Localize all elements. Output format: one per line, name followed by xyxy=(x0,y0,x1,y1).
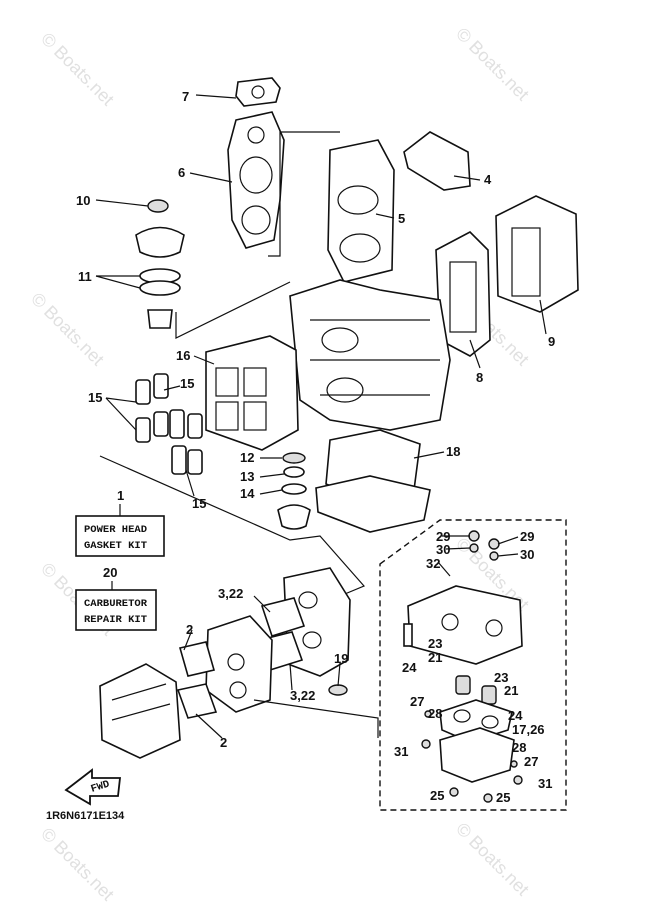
callout-2: 2 xyxy=(186,622,193,637)
callout-29: 29 xyxy=(436,529,450,544)
watermark-text: © Boats.net xyxy=(27,289,108,370)
callout-31: 31 xyxy=(538,776,552,791)
parts-12-14-seals xyxy=(277,452,311,530)
kit-label: POWER HEAD xyxy=(84,524,147,536)
watermark-text: © Boats.net xyxy=(37,824,118,905)
watermark-text: © Boats.net xyxy=(452,24,533,105)
float-parts xyxy=(439,675,515,783)
callout-15: 15 xyxy=(88,390,102,405)
powerhead-block xyxy=(289,279,451,431)
part-10-oil-seal xyxy=(135,199,185,258)
float-bowl-assembly xyxy=(403,585,523,665)
watermark-text: © Boats.net xyxy=(452,819,533,900)
callout-17-26: 17,26 xyxy=(512,722,545,737)
watermark-text: © Boats.net xyxy=(37,29,118,110)
callout-31: 31 xyxy=(394,744,408,759)
kit-box-20: 20 CARBURETOR REPAIR KIT xyxy=(75,565,157,631)
bracket-line xyxy=(253,699,379,738)
bracket-line xyxy=(99,455,366,597)
callout-12: 12 xyxy=(240,450,254,465)
callout-10: 10 xyxy=(76,193,90,208)
callout-8: 8 xyxy=(476,370,483,385)
callout-25: 25 xyxy=(496,790,510,805)
callout-11: 11 xyxy=(78,269,92,284)
part-8-exhaust-cover xyxy=(435,231,491,357)
part-9-exhaust-gasket xyxy=(495,195,579,313)
callout-27: 27 xyxy=(410,694,424,709)
kit-label: REPAIR KIT xyxy=(84,614,147,626)
part-6-gasket xyxy=(227,111,285,249)
callout-24: 24 xyxy=(402,660,417,675)
callout-29: 29 xyxy=(520,529,534,544)
callout-32: 32 xyxy=(426,556,440,571)
callout-18: 18 xyxy=(446,444,460,459)
carburetor-body xyxy=(205,615,273,713)
silencer-cover xyxy=(99,663,181,759)
small-hardware xyxy=(421,530,523,803)
callout-25: 25 xyxy=(430,788,444,803)
callout-21: 21 xyxy=(428,650,442,665)
callout-3-22: 3,22 xyxy=(290,688,315,703)
callout-13: 13 xyxy=(240,469,254,484)
part-16-crankcase-half xyxy=(205,335,299,451)
callout-15: 15 xyxy=(192,496,206,511)
callout-6: 6 xyxy=(178,165,185,180)
part-11-rings xyxy=(139,268,181,329)
leader-lines xyxy=(95,94,547,739)
callout-2: 2 xyxy=(220,735,227,750)
callout-30: 30 xyxy=(520,547,534,562)
callout-24: 24 xyxy=(508,708,523,723)
kit-box-1: 1 POWER HEAD GASKET KIT xyxy=(75,488,165,557)
forward-arrow-icon: FWD xyxy=(64,768,122,806)
callout-9: 9 xyxy=(548,334,555,349)
part-2-gaskets xyxy=(176,641,218,719)
callout-14: 14 xyxy=(240,486,255,501)
callout-5: 5 xyxy=(398,211,405,226)
callout-28: 28 xyxy=(428,706,442,721)
part-4-cover-gasket xyxy=(403,131,471,191)
callout-20: 20 xyxy=(103,565,117,580)
part-5-head-gasket xyxy=(327,139,395,283)
callout-21: 21 xyxy=(504,683,518,698)
callout-15: 15 xyxy=(180,376,194,391)
fwd-label: FWD xyxy=(90,779,112,796)
callout-27: 27 xyxy=(524,754,538,769)
callout-23: 23 xyxy=(428,636,442,651)
callout-7: 7 xyxy=(182,89,189,104)
part-19-plug xyxy=(328,684,348,696)
callouts: 7 6 10 11 4 5 9 8 16 15 15 15 12 13 14 1… xyxy=(76,89,555,805)
callout-4: 4 xyxy=(484,172,492,187)
diagram-code: 1R6N6171E134 xyxy=(46,810,125,822)
kit-label: CARBURETOR xyxy=(84,598,148,610)
kit-label: GASKET KIT xyxy=(84,540,147,552)
bracket-line xyxy=(268,131,340,257)
callout-19: 19 xyxy=(334,651,348,666)
callout-1: 1 xyxy=(117,488,124,503)
callout-23: 23 xyxy=(494,670,508,685)
part-7-cover-plate xyxy=(235,77,281,107)
part-18-base-gasket xyxy=(315,429,431,533)
callout-3-22: 3,22 xyxy=(218,586,243,601)
callout-28: 28 xyxy=(512,740,526,755)
bracket-line xyxy=(175,281,291,339)
carburetor-detail-box xyxy=(379,519,567,811)
callout-16: 16 xyxy=(176,348,190,363)
callout-30: 30 xyxy=(436,542,450,557)
part-15-reed-gaskets xyxy=(135,373,203,475)
